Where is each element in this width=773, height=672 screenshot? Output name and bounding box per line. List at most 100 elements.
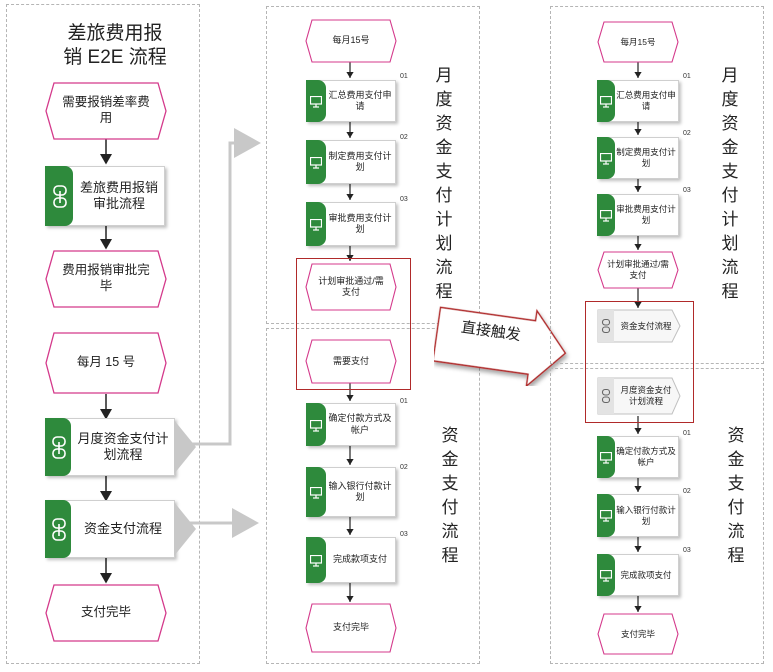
right-step-3: 审批费用支付计划 <box>597 194 679 236</box>
monitor-icon <box>600 153 612 165</box>
middle-step-2: 制定费用支付计划 <box>306 140 396 184</box>
event-text: 计划审批通过/需支付 <box>318 275 384 297</box>
middle-step-4: 确定付款方式及帐户 <box>306 403 396 446</box>
step-number: 02 <box>400 464 408 471</box>
right-step-5: 输入银行付款计划 <box>597 494 679 537</box>
right-step-6: 完成款项支付 <box>597 554 679 596</box>
proc-text: 汇总费用支付申请 <box>328 89 392 111</box>
step-number: 02 <box>683 488 691 495</box>
event-text: 每月15号 <box>620 36 656 47</box>
step-number: 01 <box>683 430 691 437</box>
highlight-box-right <box>585 301 694 423</box>
step-number: 03 <box>400 531 408 538</box>
proc-text: 审批费用支付计划 <box>616 204 676 225</box>
left-event-approval-done: 费用报销审批完毕 <box>45 250 167 308</box>
middle-event-plan-approved: 计划审批通过/需支付 <box>305 263 397 311</box>
chain-link-icon <box>52 436 66 459</box>
event-text: 费用报销审批完毕 <box>62 263 150 293</box>
left-proc-monthly-plan: 月度资金支付计划流程 <box>45 418 175 476</box>
right-event-end: 支付完毕 <box>597 613 679 655</box>
left-event-need-reimburse: 需要报销差率费用 <box>45 82 167 140</box>
monitor-icon <box>310 487 322 499</box>
monitor-icon <box>600 570 612 582</box>
right-subprocess-monthly-plan: 月度资金支付计划流程 <box>597 377 681 415</box>
event-text: 月度资金支付计划流程 <box>620 385 672 406</box>
trigger-arrow <box>434 306 567 386</box>
monitor-icon <box>310 420 322 432</box>
middle-event-start: 每月15号 <box>305 19 397 63</box>
monitor-icon <box>310 555 322 567</box>
proc-text: 确定付款方式及帐户 <box>328 413 392 435</box>
monitor-icon <box>600 96 612 108</box>
highlight-box-middle <box>296 258 411 390</box>
event-text: 支付完毕 <box>332 622 369 633</box>
left-proc-fund-payment: 资金支付流程 <box>45 500 175 558</box>
right-frame-top <box>550 6 764 364</box>
proc-text: 完成款项支付 <box>332 554 387 565</box>
step-number: 02 <box>400 134 408 141</box>
chain-link-icon <box>601 388 611 404</box>
monitor-icon <box>310 219 322 231</box>
proc-text: 确定付款方式及帐户 <box>616 446 676 467</box>
right-title-top: 月度资金支付计划流程 <box>721 66 739 301</box>
proc-text: 制定费用支付计划 <box>328 150 392 172</box>
event-text: 计划审批通过/需支付 <box>607 259 669 280</box>
step-number: 01 <box>400 398 408 405</box>
left-event-paid: 支付完毕 <box>45 584 167 642</box>
event-text: 每月 15 号 <box>76 355 136 370</box>
event-text: 需要支付 <box>332 355 369 366</box>
monitor-icon <box>600 510 612 522</box>
chain-link-icon <box>601 318 611 334</box>
middle-title-top: 月度资金支付计划流程 <box>435 66 453 301</box>
left-title: 差旅费用报 销 E2E 流程 <box>40 22 190 70</box>
middle-step-1: 汇总费用支付申请 <box>306 80 396 122</box>
right-frame-bottom <box>550 368 764 664</box>
step-number: 03 <box>400 196 408 203</box>
right-step-1: 汇总费用支付申请 <box>597 80 679 122</box>
event-text: 支付完毕 <box>80 605 131 620</box>
proc-text: 制定费用支付计划 <box>616 147 676 168</box>
right-subprocess-payment: 资金支付流程 <box>597 309 681 343</box>
event-text: 支付完毕 <box>620 628 655 639</box>
middle-step-3: 审批费用支付计划 <box>306 202 396 246</box>
right-event-start: 每月15号 <box>597 21 679 63</box>
proc-text: 输入银行付款计划 <box>328 480 392 502</box>
left-proc-travel-approval: 差旅费用报销审批流程 <box>45 166 165 226</box>
proc-text: 完成款项支付 <box>620 569 672 580</box>
step-number: 02 <box>683 130 691 137</box>
right-title-bottom: 资金支付流程 <box>727 426 745 565</box>
middle-frame-bottom <box>266 328 480 664</box>
left-event-monthly-15: 每月 15 号 <box>45 332 167 394</box>
middle-event-need-pay: 需要支付 <box>305 339 397 384</box>
step-number: 01 <box>400 73 408 80</box>
monitor-icon <box>310 157 322 169</box>
middle-step-6: 完成款项支付 <box>306 537 396 583</box>
left-flag-payment <box>174 502 196 556</box>
middle-title-bottom: 资金支付流程 <box>441 426 459 565</box>
proc-text: 输入银行付款计划 <box>616 504 676 526</box>
right-step-2: 制定费用支付计划 <box>597 137 679 179</box>
monitor-icon <box>600 210 612 222</box>
middle-frame-top <box>266 6 480 324</box>
middle-step-5: 输入银行付款计划 <box>306 467 396 517</box>
proc-text: 月度资金支付计划流程 <box>77 430 169 462</box>
proc-text: 审批费用支付计划 <box>328 212 392 234</box>
event-text: 资金支付流程 <box>620 320 672 331</box>
event-text: 每月15号 <box>332 35 370 46</box>
left-title-line1: 差旅费用报 <box>67 23 163 44</box>
left-title-line2: 销 E2E 流程 <box>63 47 167 68</box>
monitor-icon <box>600 452 612 464</box>
step-number: 03 <box>683 547 691 554</box>
middle-event-end: 支付完毕 <box>305 603 397 653</box>
proc-text: 汇总费用支付申请 <box>616 90 676 111</box>
step-number: 01 <box>683 73 691 80</box>
step-number: 03 <box>683 187 691 194</box>
right-step-4: 确定付款方式及帐户 <box>597 436 679 478</box>
proc-text: 资金支付流程 <box>83 520 162 536</box>
chain-link-icon <box>52 518 66 541</box>
event-text: 需要报销差率费用 <box>62 95 150 125</box>
left-flag-plan <box>174 420 196 474</box>
chain-link-icon <box>53 185 67 208</box>
proc-text: 差旅费用报销审批流程 <box>79 179 158 211</box>
monitor-icon <box>310 96 322 108</box>
